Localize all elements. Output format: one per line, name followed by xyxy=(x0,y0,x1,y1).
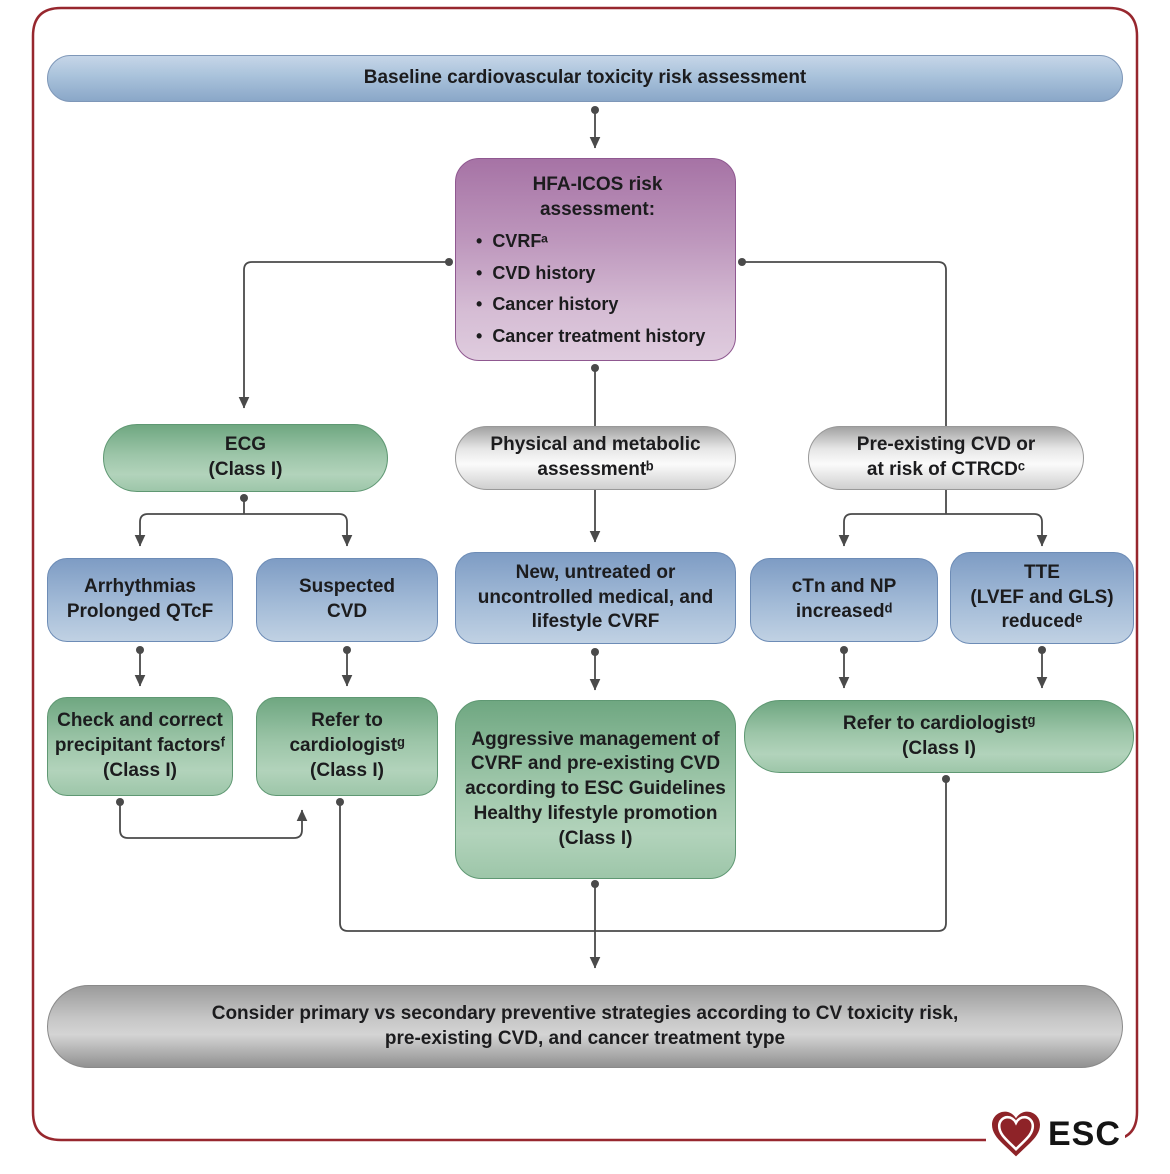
bullet-item: • CVRFᵃ xyxy=(476,230,719,253)
bullet-icon: • xyxy=(476,325,483,346)
bullet-item: • Cancer treatment history xyxy=(476,325,719,348)
bullet-label: CVRFᵃ xyxy=(492,231,549,252)
connector-dots xyxy=(116,106,1046,888)
hfa-icos-title: HFA-ICOS risk assessment: xyxy=(532,174,663,220)
preexisting-cvd-pill: Pre-existing CVD or at risk of CTRCDᶜ xyxy=(808,426,1084,490)
baseline-assessment-pill: Baseline cardiovascular toxicity risk as… xyxy=(47,55,1123,102)
hfa-icos-box: HFA-ICOS risk assessment: • CVRFᵃ • CVD hi… xyxy=(455,158,736,361)
bullet-icon: • xyxy=(476,294,483,315)
check-correct-box: Check and correct precipitant factorsᶠ (… xyxy=(47,697,233,796)
frame-border xyxy=(31,6,1139,1142)
refer-cardiologist-box-1: Refer to cardiologistᵍ (Class I) xyxy=(256,697,438,796)
esc-heart-icon xyxy=(992,1111,1040,1157)
flow-arrows xyxy=(119,110,1048,969)
bullet-label: CVD history xyxy=(492,262,596,283)
bullet-item: • Cancer history xyxy=(476,293,719,316)
suspected-cvd-box: Suspected CVD xyxy=(256,558,438,642)
new-cvrf-box: New, untreated or uncontrolled medical, … xyxy=(455,552,736,644)
esc-logo-text: ESC xyxy=(1048,1114,1121,1153)
preventive-strategies-pill: Consider primary vs secondary preventive… xyxy=(47,985,1123,1068)
bullet-icon: • xyxy=(476,231,483,252)
physical-metabolic-pill: Physical and metabolic assessmentᵇ xyxy=(455,426,736,490)
aggressive-management-box: Aggressive management of CVRF and pre-ex… xyxy=(455,700,736,879)
esc-logo: ESC xyxy=(986,1110,1125,1158)
ctn-np-box: cTn and NP increasedᵈ xyxy=(750,558,938,642)
bullet-label: Cancer treatment history xyxy=(492,325,706,346)
hfa-icos-bullets: • CVRFᵃ • CVD history • Cancer history • Can… xyxy=(476,230,719,348)
ecg-pill: ECG (Class I) xyxy=(103,424,388,492)
bullet-label: Cancer history xyxy=(492,294,619,315)
bullet-item: • CVD history xyxy=(476,262,719,285)
refer-cardiologist-box-2: Refer to cardiologistᵍ (Class I) xyxy=(744,700,1134,773)
tte-box: TTE (LVEF and GLS) reducedᵉ xyxy=(950,552,1134,644)
bullet-icon: • xyxy=(476,262,483,283)
arrhythmias-box: Arrhythmias Prolonged QTcF xyxy=(47,558,233,642)
